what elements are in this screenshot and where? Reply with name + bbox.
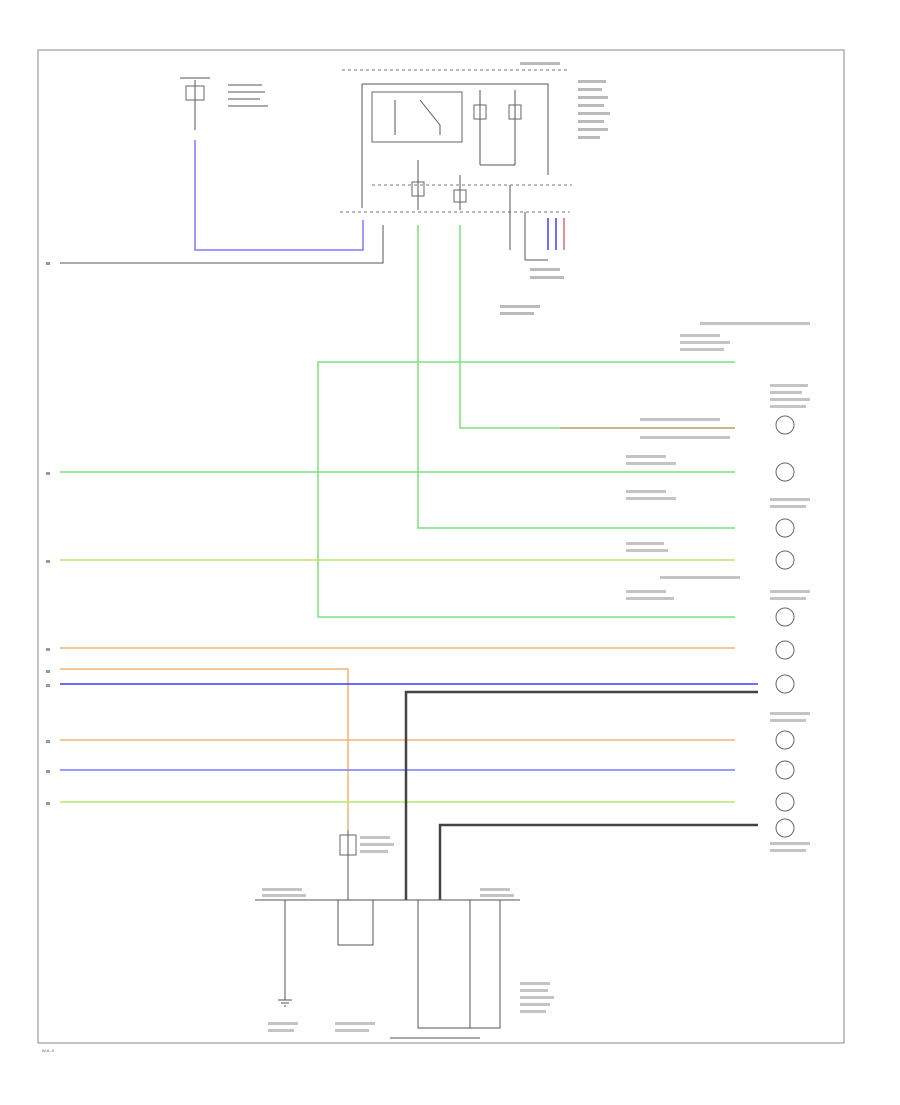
wire-dark-2 bbox=[438, 823, 758, 900]
wire-green-vertical-2 bbox=[459, 225, 735, 429]
junction-labels bbox=[500, 62, 610, 315]
right-lamp-components bbox=[775, 415, 795, 838]
wire-green-vertical-1 bbox=[417, 225, 735, 529]
footer-code: W-IL-0 bbox=[42, 1048, 55, 1053]
wire-bottom-loop bbox=[337, 900, 374, 946]
bottom-labels bbox=[262, 836, 554, 1032]
top-left-fuse-area bbox=[180, 77, 268, 130]
bottom-component bbox=[339, 834, 357, 856]
wire-bottom-3 bbox=[417, 900, 501, 1029]
diagram-frame bbox=[37, 49, 845, 1044]
left-connector-ticks bbox=[46, 262, 50, 805]
wire-dark-1 bbox=[404, 690, 758, 900]
wire-blue-top-left bbox=[194, 140, 364, 251]
ground-symbol bbox=[278, 999, 292, 1007]
right-label-blocks bbox=[626, 322, 810, 852]
wire-black-left-feed bbox=[60, 225, 384, 264]
junction-block-top bbox=[340, 69, 572, 261]
wire-green-loop bbox=[317, 361, 735, 618]
wire-orange-2 bbox=[60, 668, 349, 830]
